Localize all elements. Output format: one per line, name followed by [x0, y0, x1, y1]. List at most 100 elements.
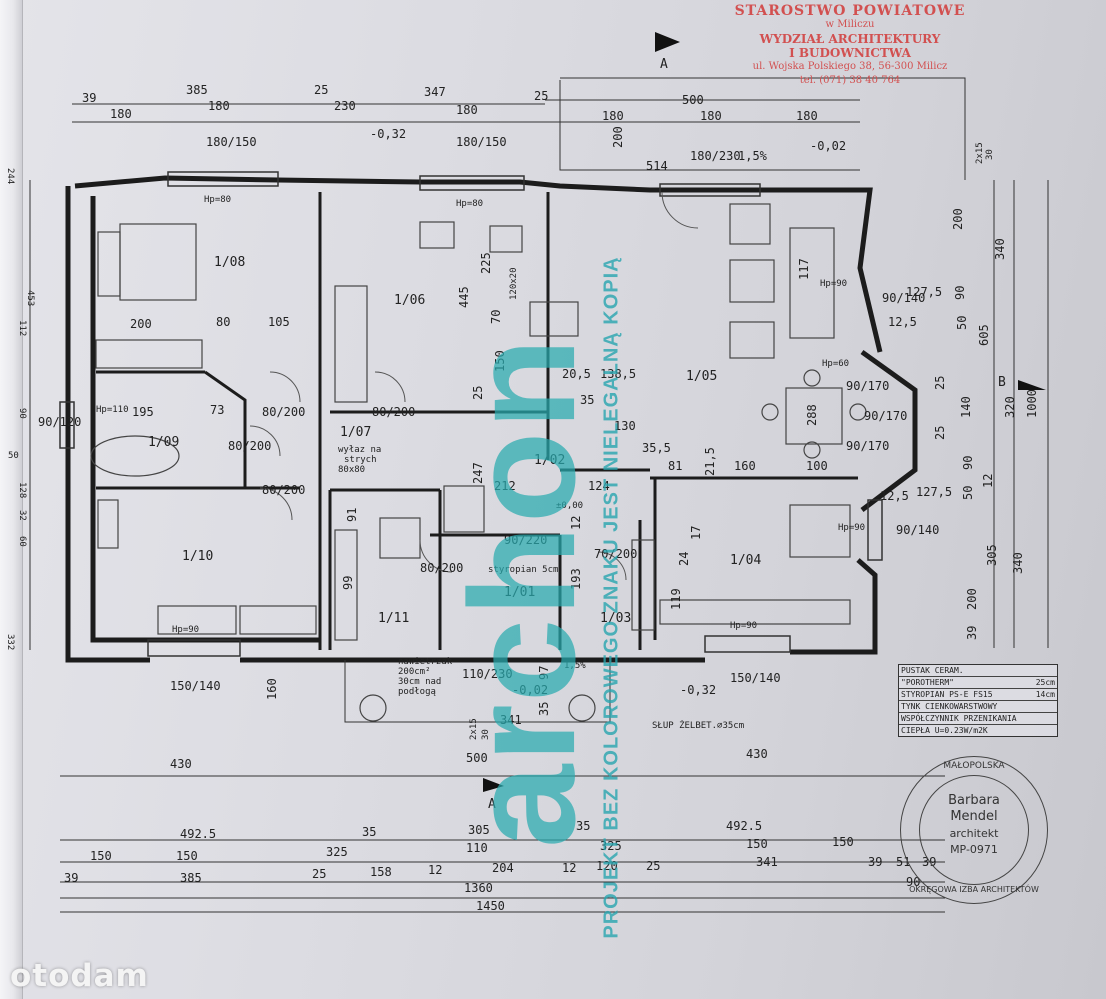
sill-height: Hp=90: [172, 625, 199, 635]
dim-label: 180: [456, 103, 478, 117]
watermark-container: archon: [438, 252, 606, 932]
room-label: 1/04: [730, 553, 761, 568]
spec-row: "POROTHERM"25cm: [899, 678, 1057, 689]
dim-label: 50: [955, 316, 969, 330]
dim-label: 12: [569, 516, 583, 530]
dim-label: 30: [985, 149, 995, 160]
dim-label: 150: [90, 849, 112, 863]
dim-label: 305: [468, 823, 490, 837]
book-spine: [0, 0, 23, 999]
bottom-dimensions: 430 500 430 492.5 35 305 35 492.5 150 15…: [64, 702, 936, 913]
exterior-walls: [65, 175, 918, 663]
opening-sizes: 180/150 180/150 180/230 90/140 90/170 90…: [38, 135, 939, 693]
dim-label: 130: [614, 419, 636, 433]
opening-size: 90/170: [846, 379, 889, 393]
dim-label: 305: [985, 544, 999, 566]
dim-label: 325: [326, 845, 348, 859]
dim-label: 25: [314, 83, 328, 97]
level-mark: -0,32: [370, 127, 406, 141]
dim-label: 453: [25, 290, 35, 306]
dim-label: 39: [868, 855, 882, 869]
dim-label: 150: [832, 835, 854, 849]
opening-size: 90/170: [864, 409, 907, 423]
attic-hatch-note: wyłaz na: [338, 445, 381, 455]
stamp-line: w Miliczu: [825, 19, 875, 30]
room-label: 1/07: [340, 425, 371, 440]
dim-label: 127,5: [916, 485, 952, 499]
dim-label: 180: [110, 107, 132, 121]
archon-watermark: archon: [438, 335, 607, 849]
architect-first-name: Barbara: [948, 793, 1000, 808]
dim-label: 180: [796, 109, 818, 123]
dim-label: 97: [537, 666, 551, 680]
dim-label: 2x15: [975, 142, 985, 164]
opening-size: 80/200: [262, 405, 305, 419]
spec-row: WSPÓŁCZYNNIK PRZENIKANIA: [899, 713, 1057, 725]
dim-label: 50: [8, 451, 19, 461]
level-mark: -0,02: [512, 683, 548, 697]
section-markers: A A B: [488, 57, 1006, 812]
dim-label: 320: [1003, 396, 1017, 418]
insulation-note: styropian 5cm: [488, 565, 558, 575]
dim-label: 445: [457, 286, 471, 308]
right-dimensions: 2x15 30 200 340 90 50 605 25 140 320 100…: [880, 142, 1039, 640]
stamp-ring-text: OKRĘGOWA IZBA ARCHITEKTÓW: [909, 885, 1039, 894]
dim-label: 24: [677, 552, 691, 566]
stamp-line: ul. Wojska Polskiego 38, 56-300 Milicz: [752, 61, 948, 72]
level-mark: -0,02: [810, 139, 846, 153]
dim-label: 35: [576, 819, 590, 833]
opening-size: 150/140: [170, 679, 221, 693]
dim-label: 140: [959, 396, 973, 418]
opening-size: 180/230: [690, 149, 741, 163]
dim-label: 195: [132, 405, 154, 419]
dim-label: 30: [481, 729, 491, 740]
dim-label: 247: [471, 462, 485, 484]
dim-label: 90: [17, 408, 27, 419]
opening-size: 80/200: [228, 439, 271, 453]
sill-height: Hp=90: [730, 621, 757, 631]
dim-label: 430: [170, 757, 192, 771]
dim-label: 2x15: [469, 718, 479, 740]
door-swings: [249, 191, 699, 581]
opening-size: 180/150: [456, 135, 507, 149]
dim-label: 225: [479, 252, 493, 274]
left-dimensions: 244 453 112 160 90 50 128 32 60 332: [5, 168, 279, 700]
vent-note: 30cm nad: [398, 677, 441, 687]
dim-label: 193: [569, 568, 583, 590]
dim-label: 230: [334, 99, 356, 113]
architect-stamp: MAŁOPOLSKA Barbara Mendel architekt MP-0…: [900, 756, 1048, 904]
dim-label: 73: [210, 403, 224, 417]
plan-notes: wyłaz na strych 80x80 nawietrzak 200cm² …: [338, 445, 744, 731]
dim-label: 1360: [464, 881, 493, 895]
dim-label: 124: [588, 479, 610, 493]
dim-label: 150: [176, 849, 198, 863]
room-label: 1/03: [600, 611, 631, 626]
dim-label: 500: [466, 751, 488, 765]
dimension-lines: [29, 99, 1049, 913]
dim-label: 100: [806, 459, 828, 473]
dim-label: 90: [953, 286, 967, 300]
dim-label: 110: [466, 841, 488, 855]
stamp-inner-ring: [919, 775, 1029, 885]
dim-label: 500: [682, 93, 704, 107]
dim-label: 325: [600, 839, 622, 853]
architect-last-name: Mendel: [950, 809, 998, 824]
dim-label: 25: [933, 426, 947, 440]
attic-hatch-note: 80x80: [338, 465, 365, 475]
dim-label: 160: [734, 459, 756, 473]
dim-label: 158: [370, 865, 392, 879]
opening-size: 90/140: [882, 291, 925, 305]
dim-label: 150: [493, 350, 507, 372]
attic-hatch-note: strych: [344, 455, 377, 465]
dim-label: 120x20: [509, 267, 519, 300]
opening-size: 80/200: [420, 561, 463, 575]
dim-label: 12: [981, 474, 995, 488]
room-label: 1/11: [378, 611, 409, 626]
dim-label: 39: [965, 626, 979, 640]
room-labels: 1/08 1/06 1/05 1/09 1/07 1/02 1/10 1/04 …: [148, 255, 761, 626]
dim-label: 492.5: [726, 819, 762, 833]
furniture: [90, 203, 867, 722]
dim-label: 35: [362, 825, 376, 839]
dim-label: 204: [492, 861, 514, 875]
